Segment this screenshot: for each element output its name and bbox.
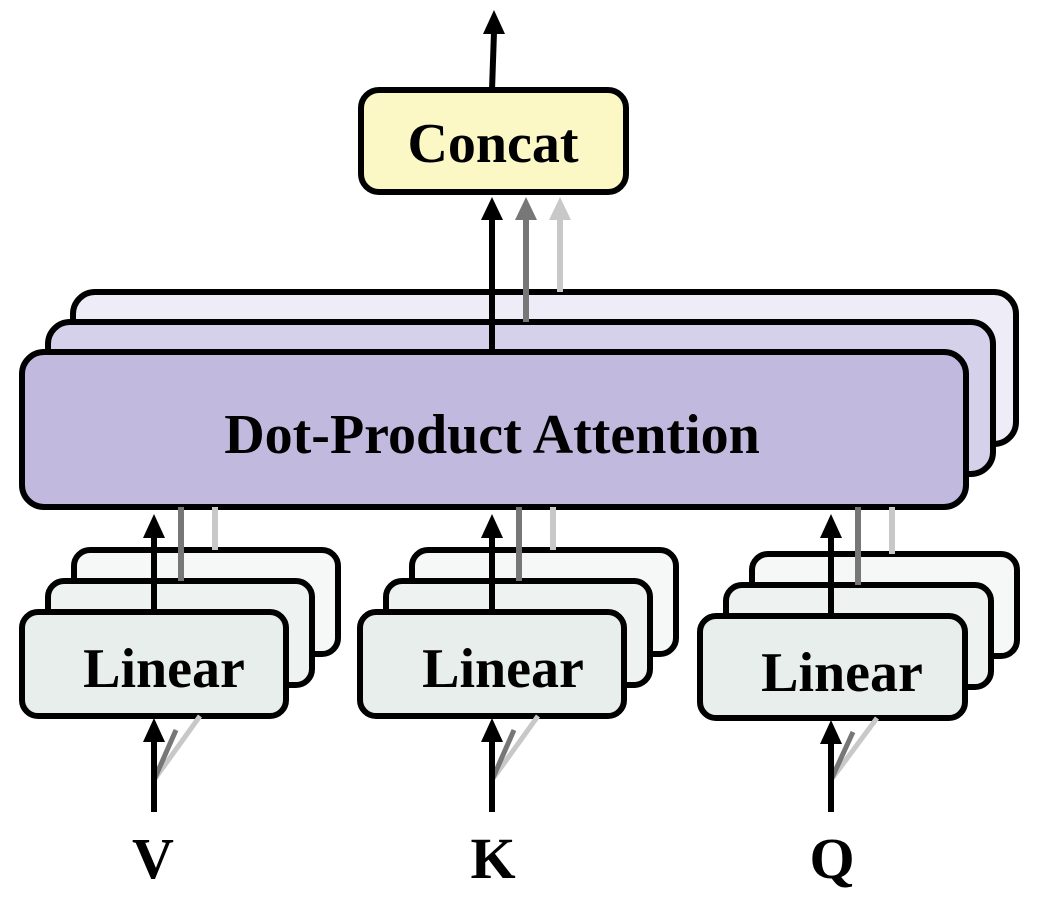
- input-branch-light-v: [151, 714, 203, 782]
- linear-to-attention-tip-q: [820, 514, 842, 538]
- input-branch-mid-v: [151, 728, 179, 782]
- linear-label-v: Linear: [83, 638, 245, 700]
- input-arrow-tip-v: [143, 718, 165, 742]
- arrow-head3-tip: [549, 197, 571, 220]
- input-branch-mid-k: [489, 728, 517, 782]
- attention-label: Dot-Product Attention: [224, 404, 760, 466]
- attention-to-concat-arrow-main: [481, 197, 503, 352]
- input-branch-light-q: [828, 716, 880, 782]
- input-branch-light-k: [489, 714, 541, 782]
- input-label-v: V: [132, 826, 174, 891]
- input-label-k: K: [470, 826, 515, 891]
- linear-to-attention-tip-k: [481, 514, 503, 538]
- linear-to-attention-tip-v: [143, 514, 165, 538]
- input-arrow-tip-k: [481, 718, 503, 742]
- arrow-head1-tip: [481, 197, 503, 220]
- linear-label-k: Linear: [422, 638, 584, 700]
- input-branch-mid-q: [828, 730, 856, 782]
- output-arrow: [483, 10, 505, 91]
- attention-to-concat-arrows: [515, 197, 571, 322]
- input-label-q: Q: [809, 826, 854, 891]
- linear-label-q: Linear: [761, 642, 923, 704]
- concat-label: Concat: [407, 113, 578, 175]
- input-arrow-tip-q: [820, 720, 842, 744]
- arrow-head2-tip: [515, 197, 537, 220]
